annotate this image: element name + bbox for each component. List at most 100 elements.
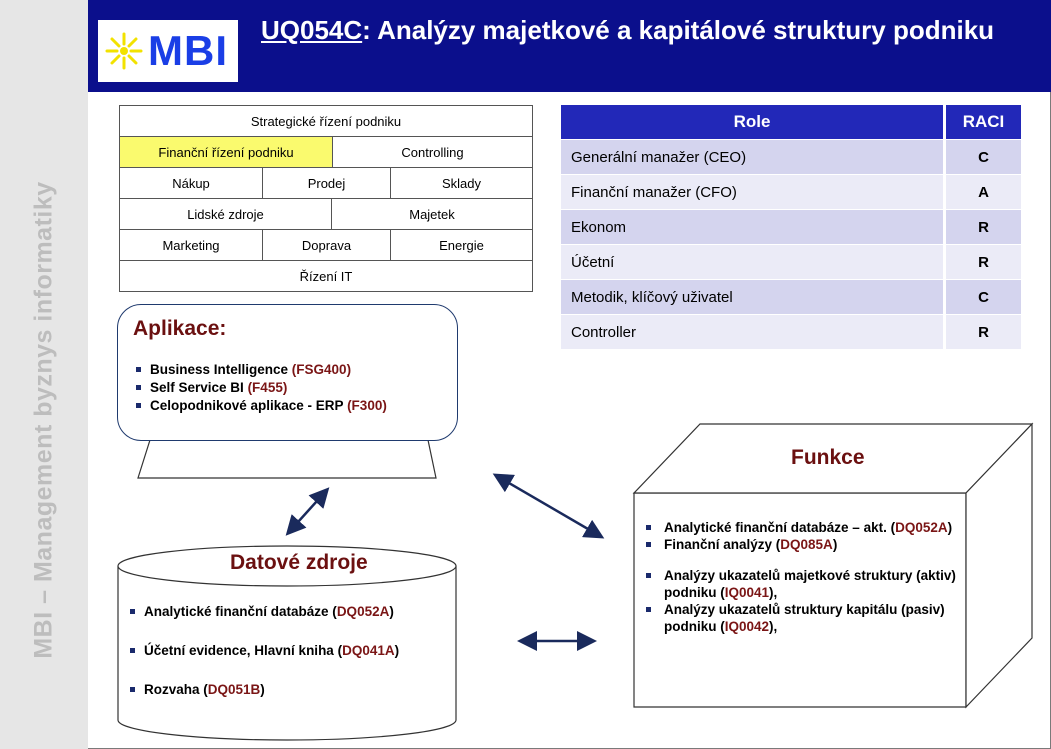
list-item: Analytické finanční databáze (DQ052A) [130,604,399,623]
item-code: DQ052A [336,604,390,619]
table-row: Účetní R [561,245,1021,279]
item-text: Self Service BI [150,380,248,395]
mbi-logo: MBI [98,20,238,82]
item-code: (F300) [347,398,387,413]
page-title: UQ054C: Analýzy majetkové a kapitálové s… [261,14,1041,46]
bullet-icon [646,542,651,547]
item-code: DQ085A [780,537,833,552]
org-cell: Majetek [331,199,532,229]
table-row: Finanční manažer (CFO) A [561,175,1021,209]
sun-icon [105,32,143,70]
raci-value-cell: A [946,175,1021,209]
list-item: Business Intelligence (FSG400) [136,361,387,379]
org-cell: Prodej [262,168,390,198]
logo-text: MBI [148,27,228,74]
table-row: Controller R [561,315,1021,349]
aplikace-list: Business Intelligence (FSG400) Self Serv… [136,361,387,415]
item-code: DQ041A [342,643,395,658]
raci-role-cell: Účetní [561,245,943,279]
list-item: Finanční analýzy (DQ085A) [646,536,966,553]
org-cell: Doprava [262,230,390,260]
bullet-icon [646,525,651,530]
org-cell: Controlling [332,137,532,167]
table-row: Ekonom R [561,210,1021,244]
list-item: Self Service BI (F455) [136,379,387,397]
org-row: Finanční řízení podniku Controlling [120,136,532,167]
raci-value-cell: R [946,210,1021,244]
raci-value-cell: R [946,245,1021,279]
raci-role-cell: Ekonom [561,210,943,244]
arrow-app-data [285,487,330,536]
raci-value-cell: C [946,280,1021,314]
org-row: Lidské zdroje Majetek [120,198,532,229]
raci-header-raci: RACI [946,105,1021,139]
org-row: Řízení IT [120,260,532,291]
header: MBI UQ054C: Analýzy majetkové a kapitálo… [88,0,1051,92]
item-text: Business Intelligence [150,362,292,377]
funkce-title: Funkce [791,446,865,469]
arrow-app-function [492,473,605,539]
database-cylinder [117,545,457,741]
org-row: Nákup Prodej Sklady [120,167,532,198]
org-cell: Nákup [172,175,210,191]
monitor-stand [137,439,437,479]
item-text: Rozvaha ( [144,682,208,697]
list-item: Analýzy ukazatelů majetkové struktury (a… [646,567,966,601]
bullet-icon [646,607,651,612]
item-code: (FSG400) [291,362,352,377]
org-cell: Energie [390,230,532,260]
item-tail: ), [769,585,778,600]
item-code: DQ051B [207,682,261,697]
list-item: Analytické finanční databáze – akt. (DQ0… [646,519,966,536]
item-text: Účetní evidence, Hlavní kniha ( [144,643,343,658]
bullet-icon [130,608,135,614]
bullet-icon [130,686,135,692]
org-row: Strategické řízení podniku [120,106,532,136]
aplikace-title: Aplikace: [133,317,227,340]
raci-role-cell: Metodik, klíčový uživatel [561,280,943,314]
list-item: Celopodnikové aplikace - ERP (F300) [136,397,387,415]
bullet-icon [136,366,141,372]
item-tail: ) [947,520,953,535]
bullet-icon [136,402,141,408]
org-cell: Lidské zdroje [187,206,264,222]
item-code: IQ0041 [724,585,770,600]
title-code: UQ054C [261,15,363,45]
list-item: Analýzy ukazatelů struktury kapitálu (pa… [646,601,966,635]
table-row: Metodik, klíčový uživatel C [561,280,1021,314]
bullet-icon [646,573,651,578]
org-row: Marketing Doprava Energie [120,229,532,260]
raci-role-cell: Controller [561,315,943,349]
item-code: IQ0042 [724,619,770,634]
item-tail: ), [769,619,778,634]
table-row: Generální manažer (CEO) C [561,140,1021,174]
bullet-icon [136,384,141,390]
item-code: (F455) [247,380,288,395]
datove-zdroje-list: Analytické finanční databáze (DQ052A) Úč… [130,604,399,701]
raci-value-cell: R [946,315,1021,349]
funkce-list: Analytické finanční databáze – akt. (DQ0… [646,519,966,635]
org-cell: Sklady [390,168,532,198]
item-tail: ) [832,537,838,552]
org-cell-highlighted: Finanční řízení podniku [120,137,332,167]
item-text: Finanční analýzy ( [664,537,781,552]
item-text: Analýzy ukazatelů struktury kapitálu (pa… [664,602,945,634]
list-item: Účetní evidence, Hlavní kniha (DQ041A) [130,643,399,662]
raci-role-cell: Generální manažer (CEO) [561,140,943,174]
org-cell: Strategické řízení podniku [250,113,402,129]
function-cube [632,422,1034,709]
item-text: Analytické finanční databáze – akt. ( [664,520,896,535]
item-text: Celopodnikové aplikace - ERP [150,398,348,413]
item-tail: ) [389,604,394,619]
item-text: Analýzy ukazatelů majetkové struktury (a… [664,568,956,600]
aplikace-box: Aplikace: Business Intelligence (FSG400)… [117,304,458,441]
item-tail: ) [260,682,265,697]
item-tail: ) [394,643,400,658]
org-cell: Řízení IT [299,268,353,284]
org-cell: Marketing [162,237,220,253]
raci-header-row: Role RACI [561,105,1021,139]
list-item: Rozvaha (DQ051B) [130,682,399,701]
raci-role-cell: Finanční manažer (CFO) [561,175,943,209]
item-code: DQ052A [895,520,948,535]
sidebar: MBI – Management byznys informatiky [0,0,88,749]
